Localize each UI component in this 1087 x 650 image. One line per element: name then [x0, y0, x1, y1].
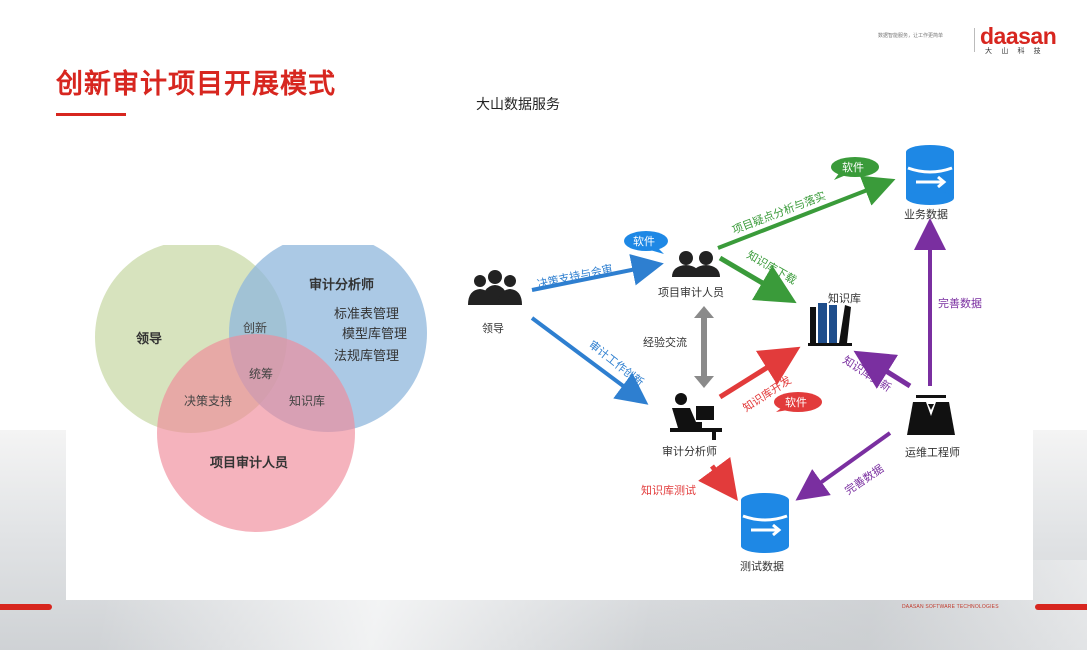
flow-diagram: 领导 项目审计人员 知识库 业务数据 审计分析师 [468, 145, 982, 573]
software-badge-bottom: 软件 [774, 392, 822, 412]
software-badge-mid: 软件 [624, 231, 668, 254]
page-title: 创新审计项目开展模式 [56, 69, 336, 100]
venn-label-analyst: 审计分析师 [309, 277, 374, 293]
venn-label-leader: 领导 [136, 331, 162, 347]
header-divider [974, 28, 975, 52]
auditor-people-icon [672, 251, 720, 277]
node-auditor-label: 项目审计人员 [658, 285, 724, 299]
test-data-database-icon [741, 493, 789, 553]
venn-label-innovation: 创新 [243, 320, 267, 335]
venn-diagram: 领导 审计分析师 标准表管理 模型库管理 法规库管理 项目审计人员 创新 统筹 … [95, 245, 427, 532]
header-tagline: 数据智能服务，让工作更简单 [878, 33, 944, 39]
business-data-database-icon [906, 145, 954, 205]
analyst-desk-icon [670, 393, 722, 440]
node-engineer-label: 运维工程师 [905, 446, 960, 459]
edge-experience-exchange-head-top [694, 306, 714, 318]
venn-circle-auditor [157, 334, 355, 532]
edge-label-improve-data-top: 完善数据 [938, 296, 982, 310]
node-analyst-label: 审计分析师 [662, 444, 717, 458]
node-leader-label: 领导 [482, 322, 504, 335]
footer-accent-left [0, 604, 52, 610]
footer-company: DAASAN SOFTWARE TECHNOLOGIES [902, 604, 999, 610]
footer-accent-right [1035, 604, 1087, 610]
edge-engineer-to-testdata [795, 431, 892, 501]
leader-people-icon [468, 270, 522, 305]
page-subtitle: 大山数据服务 [476, 97, 560, 113]
edge-experience-exchange-head-bottom [694, 376, 714, 388]
venn-label-knowledge-base: 知识库 [289, 393, 325, 408]
company-logo: daasan [980, 23, 1057, 49]
venn-label-coordination: 统筹 [249, 367, 273, 381]
edge-label-kb-test: 知识库测试 [641, 483, 696, 497]
venn-analyst-item-1: 标准表管理 [334, 307, 399, 322]
software-badge-top-label: 软件 [842, 160, 864, 174]
node-test-data-label: 测试数据 [740, 559, 784, 573]
edge-engineer-to-knowledge [853, 350, 912, 389]
venn-label-auditor: 项目审计人员 [210, 455, 288, 471]
software-badge-bottom-label: 软件 [785, 395, 807, 409]
edge-leader-to-analyst [530, 316, 649, 405]
venn-analyst-item-3: 法规库管理 [334, 348, 399, 364]
node-business-data-label: 业务数据 [904, 207, 948, 221]
company-logo-subtitle: 大 山 科 技 [985, 47, 1045, 55]
software-badge-top: 软件 [831, 157, 879, 180]
edge-auditor-to-business [717, 175, 896, 250]
edge-leader-to-auditor [531, 254, 664, 292]
edge-label-improve-data-bottom: 完善数据 [842, 461, 886, 497]
edge-label-decision-review: 决策支持与会审 [536, 261, 614, 291]
edge-label-kb-download: 知识库下载 [745, 247, 800, 287]
edge-analyst-to-testdata [698, 456, 738, 502]
edge-analyst-to-knowledge [718, 346, 801, 400]
venn-label-decision-support: 决策支持 [184, 393, 232, 408]
title-underline [56, 113, 126, 116]
software-badge-mid-label: 软件 [633, 234, 655, 248]
node-knowledge-label: 知识库 [828, 291, 861, 305]
engineer-person-icon [907, 395, 955, 435]
venn-analyst-item-2: 模型库管理 [342, 326, 407, 342]
edge-auditor-to-knowledge [718, 255, 797, 304]
knowledge-books-icon [808, 303, 852, 346]
edge-label-experience-exchange: 经验交流 [643, 335, 687, 349]
